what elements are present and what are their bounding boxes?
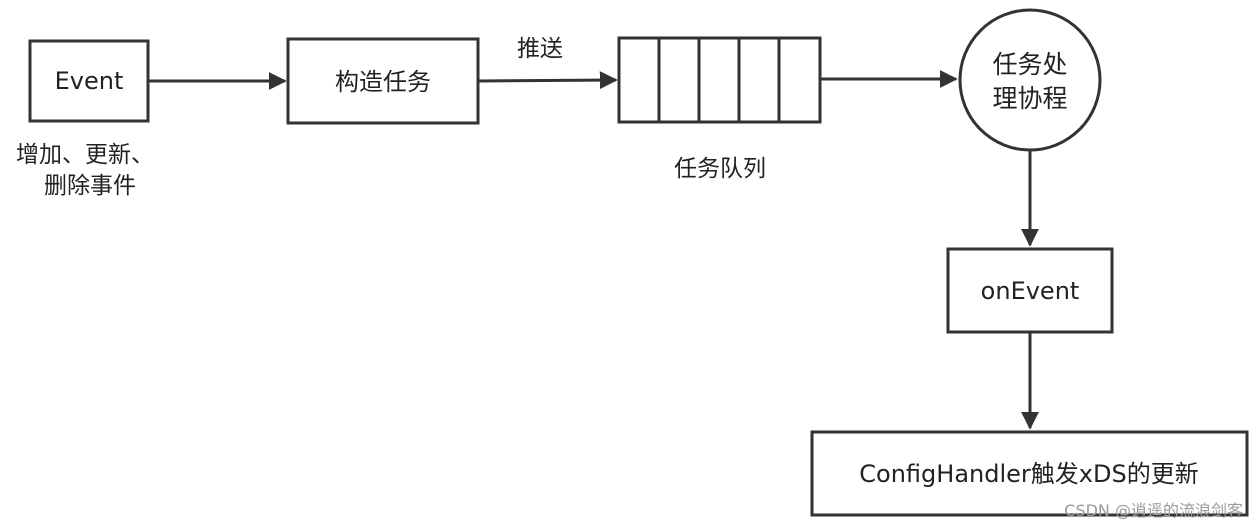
build-task-label: 构造任务 <box>335 68 431 96</box>
config-handler-node: ConfigHandler触发xDS的更新 <box>810 430 1249 517</box>
event-desc-line2: 删除事件 <box>44 173 136 199</box>
on-event-node: onEvent <box>946 247 1114 334</box>
event-node: Event <box>28 39 150 123</box>
event-desc-line1: 增加、更新、 <box>16 142 154 168</box>
csdn-watermark: CSDN @逍遥的流浪剑客 <box>1064 501 1243 520</box>
worker-label-line2: 理协程 <box>992 84 1067 113</box>
worker-label-line1: 任务处 <box>992 50 1067 79</box>
task-queue-label: 任务队列 <box>674 156 766 182</box>
worker-node: 任务处 理协程 <box>958 8 1102 152</box>
push-label: 推送 <box>517 36 563 62</box>
on-event-label: onEvent <box>981 277 1080 305</box>
arrow-build-to-queue <box>477 71 618 90</box>
build-task-node: 构造任务 <box>286 37 480 125</box>
event-node-label: Event <box>55 67 124 95</box>
task-queue <box>617 36 822 124</box>
config-handler-label: ConfigHandler触发xDS的更新 <box>859 460 1198 488</box>
